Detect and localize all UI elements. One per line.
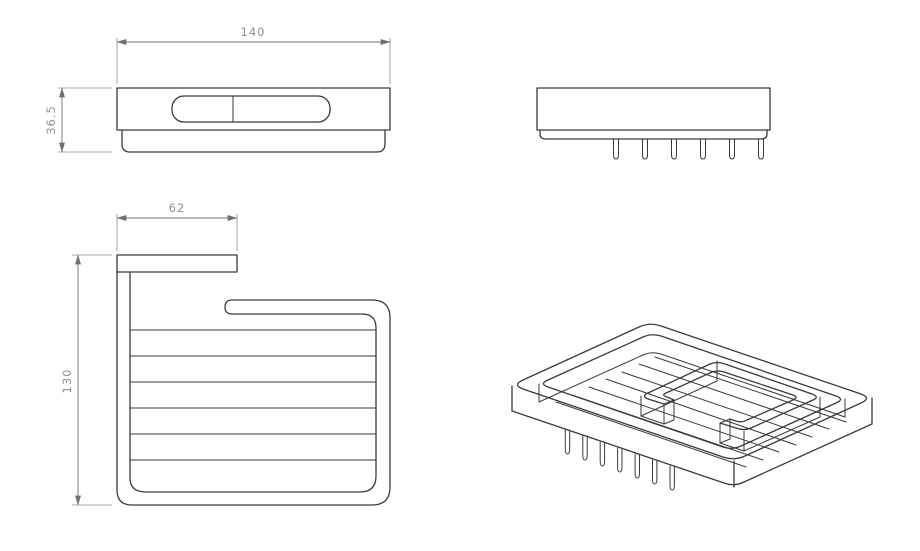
drain-pin	[642, 138, 648, 160]
dimension-overall-height: 36.5	[44, 87, 112, 153]
isometric-view	[511, 323, 873, 491]
drain-pin	[729, 138, 735, 160]
iso-c-bottom	[640, 415, 665, 425]
dim-label-basket-height: 130	[60, 369, 74, 394]
iso-c-bottom	[640, 380, 718, 417]
iso-c-outer	[643, 361, 817, 431]
wire	[588, 386, 780, 453]
side-body	[536, 87, 771, 131]
drain-pin	[700, 138, 706, 160]
front-slot	[171, 95, 331, 123]
profile-wires	[129, 329, 377, 461]
dim-label-overall-height: 36.5	[44, 105, 58, 135]
iso-c-bottom	[743, 416, 821, 452]
side-bottom-rim	[539, 129, 768, 140]
iso-c-gap-cap	[719, 418, 731, 424]
side-view	[536, 87, 771, 160]
dimension-basket-height: 130	[60, 254, 112, 506]
front-view: 140 36.5	[44, 25, 391, 153]
drain-pin	[652, 459, 658, 485]
profile-view: 62 130	[60, 201, 391, 506]
iso-wall-bottom	[511, 410, 873, 486]
drain-pin	[582, 435, 588, 461]
drain-pins	[613, 138, 764, 160]
wire	[638, 363, 830, 430]
drain-pin	[564, 429, 571, 455]
dim-label-overall-width: 140	[241, 25, 266, 39]
drain-pin	[758, 138, 764, 160]
iso-c-gap-cap	[663, 399, 675, 405]
wire	[605, 378, 797, 446]
profile-frame	[116, 271, 391, 506]
profile-bracket	[116, 254, 238, 273]
iso-bottom-wires	[555, 356, 847, 468]
drain-pin	[669, 465, 675, 491]
iso-c-bottom	[719, 442, 745, 452]
wire	[555, 401, 747, 468]
iso-rim-outer	[516, 323, 868, 460]
dimension-bracket-depth: 62	[116, 201, 238, 251]
iso-rim-inner	[542, 334, 842, 449]
drain-pin	[671, 138, 677, 160]
drain-pin	[634, 453, 640, 479]
iso-inner-wall-bottom	[538, 352, 846, 418]
iso-drain-pins	[564, 429, 675, 491]
iso-c-partition	[640, 360, 821, 452]
front-bottom-rim	[121, 129, 386, 153]
iso-c-edge	[719, 438, 731, 444]
front-body	[116, 87, 391, 131]
drain-pin	[613, 138, 619, 160]
drain-pin	[599, 441, 606, 467]
drain-pin	[617, 447, 623, 473]
wire	[571, 394, 764, 461]
dim-label-bracket-depth: 62	[169, 201, 186, 215]
dimension-overall-width: 140	[116, 25, 391, 84]
iso-c-edge	[663, 419, 675, 425]
wire	[654, 356, 847, 423]
iso-c-inner	[663, 370, 797, 423]
wire	[621, 371, 813, 438]
